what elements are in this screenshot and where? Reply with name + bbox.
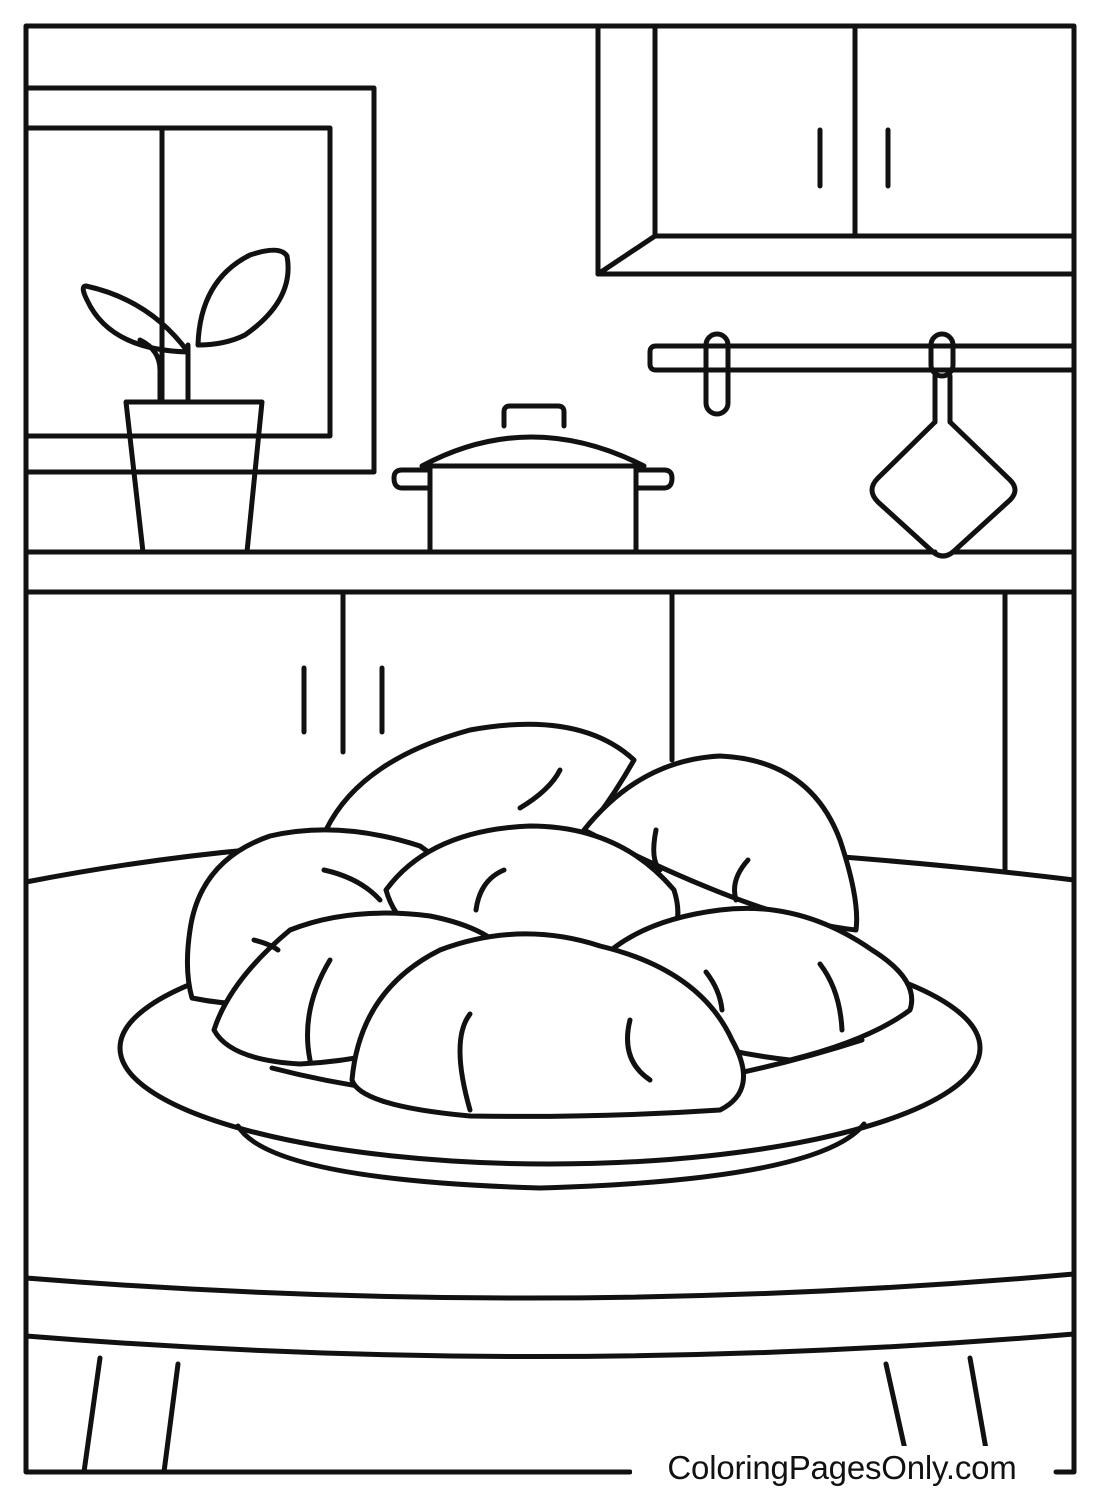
table-leg (84, 1358, 100, 1472)
countertop (26, 552, 1074, 592)
potted-plant (83, 250, 288, 552)
upper-cabinet (598, 26, 1074, 274)
site-watermark: ColoringPagesOnly.com (632, 1446, 1052, 1490)
utensil-rail (650, 334, 1074, 414)
pastry-details (254, 770, 842, 1110)
page-frame (26, 26, 1074, 1472)
window (26, 88, 374, 472)
pastries (187, 724, 911, 1116)
pot (394, 406, 672, 552)
hanging-spatula (872, 376, 1015, 556)
table-leg (164, 1364, 178, 1472)
lower-cabinets (304, 592, 1005, 870)
pastry-back-right (584, 756, 857, 930)
pastry-front-center (352, 934, 744, 1116)
